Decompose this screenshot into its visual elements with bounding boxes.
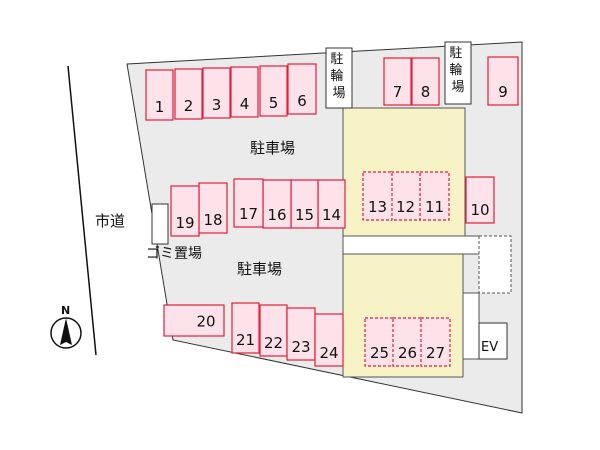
parking-space-label-12: 12 [396, 198, 415, 216]
road-label: 市道 [95, 212, 125, 230]
bicycle-parking-2-label: 駐 輪 場 [449, 46, 466, 95]
parking-space-label-6: 6 [297, 92, 307, 110]
parking-space-label-26: 26 [398, 344, 417, 362]
parking-label-lower: 駐車場 [237, 260, 282, 278]
parking-space-label-9: 9 [498, 83, 508, 101]
parking-space-11 [419, 171, 450, 221]
parking-space-label-10: 10 [470, 201, 489, 219]
bicycle-parking-1-char-2: 輪 [330, 68, 343, 84]
parking-space-18 [198, 182, 228, 234]
parking-label-upper: 駐車場 [250, 139, 295, 157]
bicycle-parking-1-char-1: 駐 [330, 52, 343, 67]
parking-space-4 [230, 66, 259, 118]
garbage-label: ゴミ置場 [146, 245, 202, 262]
parking-space-8 [411, 57, 440, 106]
parking-space-label-27: 27 [426, 344, 445, 362]
bicycle-parking-1-label: 駐 輪 場 [330, 52, 347, 101]
parking-space-12 [390, 171, 421, 221]
parking-space-20 [163, 304, 225, 337]
parking-space-label-23: 23 [291, 338, 310, 356]
parking-space-label-21: 21 [236, 331, 255, 349]
parking-space-label-15: 15 [295, 206, 314, 224]
garbage-area [151, 203, 169, 245]
parking-space-label-4: 4 [240, 95, 250, 113]
elevator-box [478, 322, 508, 360]
parking-space-label-7: 7 [393, 83, 403, 101]
bicycle-parking-2-char-1: 駐 [449, 46, 462, 61]
parking-space-17 [233, 178, 264, 228]
parking-space-label-19: 19 [175, 214, 194, 232]
parking-space-14 [317, 179, 346, 229]
compass: N [50, 304, 82, 349]
parking-space-23 [286, 307, 316, 361]
parking-space-3 [202, 67, 231, 119]
walkway [462, 292, 480, 360]
parking-space-24 [314, 313, 344, 367]
compass-label: N [61, 304, 70, 317]
parking-space-label-14: 14 [322, 206, 341, 224]
parking-space-6 [287, 63, 317, 115]
parking-space-label-5: 5 [269, 94, 279, 112]
parking-space-25 [364, 317, 395, 367]
parking-space-9 [487, 56, 519, 106]
building-corridor [342, 235, 482, 255]
parking-space-label-24: 24 [319, 344, 338, 362]
bicycle-parking-2 [444, 41, 472, 105]
parking-space-label-3: 3 [212, 96, 222, 114]
parking-space-1 [145, 69, 174, 121]
bicycle-parking-2-char-3: 場 [451, 80, 464, 95]
parking-space-label-13: 13 [368, 198, 387, 216]
parking-space-15 [290, 179, 319, 229]
bicycle-parking-1-char-3: 場 [332, 86, 345, 101]
parking-space-13 [362, 171, 393, 221]
parking-space-label-18: 18 [203, 211, 222, 229]
parking-space-label-11: 11 [425, 198, 444, 216]
bicycle-parking-2-char-2: 輪 [449, 62, 462, 78]
parking-space-label-16: 16 [267, 206, 286, 224]
elevator-label: EV [481, 340, 498, 355]
parking-space-label-17: 17 [239, 205, 258, 223]
parking-space-label-2: 2 [184, 97, 194, 115]
road-line [67, 65, 97, 356]
parking-space-label-20: 20 [196, 313, 215, 331]
parking-space-27 [420, 317, 451, 367]
compass-needle-icon [60, 318, 72, 345]
parking-space-21 [231, 302, 260, 354]
parking-space-label-1: 1 [155, 98, 165, 116]
parking-space-label-25: 25 [370, 344, 389, 362]
bicycle-parking-1 [325, 47, 353, 109]
parking-space-2 [174, 68, 203, 120]
parking-space-7 [383, 57, 412, 106]
stairway [478, 235, 512, 294]
parking-space-5 [259, 65, 288, 117]
parking-space-19 [170, 185, 200, 237]
parking-space-label-22: 22 [264, 334, 283, 352]
parking-space-10 [465, 176, 495, 224]
parking-space-label-8: 8 [421, 83, 431, 101]
